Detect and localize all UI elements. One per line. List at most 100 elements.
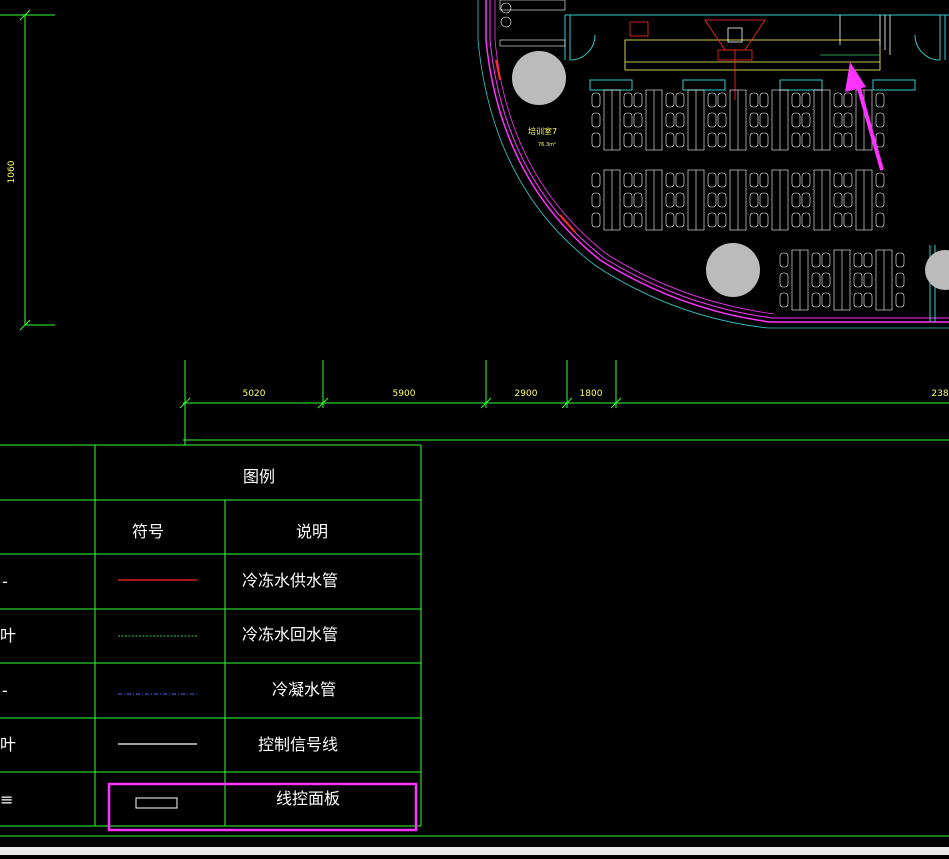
chair: [665, 172, 675, 188]
chair: [843, 112, 853, 128]
chair: [801, 172, 811, 188]
chair: [623, 172, 633, 188]
bottom-status-strip: [0, 847, 949, 855]
chair: [707, 92, 717, 108]
chair: [759, 92, 769, 108]
vertical-dim-label: 1060: [7, 160, 17, 183]
dim-5: 238: [931, 389, 948, 399]
dim-2: 5900: [393, 389, 416, 399]
chair: [591, 112, 601, 128]
chair: [833, 132, 843, 148]
chair: [791, 92, 801, 108]
vertical-dimension: 1060: [0, 9, 55, 331]
chair: [749, 112, 759, 128]
chair: [895, 292, 905, 308]
legend-row-5-left: ≡: [0, 790, 13, 809]
chair: [895, 272, 905, 288]
ductwork: [624, 15, 891, 100]
chair: [759, 172, 769, 188]
chair: [759, 112, 769, 128]
chair: [843, 212, 853, 228]
chair: [633, 92, 643, 108]
chair: [853, 292, 863, 308]
chair: [591, 172, 601, 188]
chair: [833, 112, 843, 128]
chair: [717, 192, 727, 208]
dim-4: 1800: [580, 389, 603, 399]
chair: [843, 132, 853, 148]
chair: [665, 92, 675, 108]
chair: [749, 172, 759, 188]
chair: [875, 172, 885, 188]
chair: [821, 252, 831, 268]
chair: [801, 212, 811, 228]
chair: [665, 112, 675, 128]
chair: [811, 272, 821, 288]
legend-row-3-left: -: [2, 681, 8, 700]
chair: [833, 92, 843, 108]
dim-3: 2900: [515, 389, 538, 399]
legend-row-2-left: 叶: [0, 626, 16, 645]
outer-wall: [477, 0, 949, 329]
legend-title: 图例: [243, 467, 275, 486]
chair: [665, 132, 675, 148]
chair: [623, 92, 633, 108]
chair: [875, 92, 885, 108]
chair: [707, 112, 717, 128]
chair: [591, 92, 601, 108]
chair: [675, 92, 685, 108]
chair: [591, 192, 601, 208]
chair: [801, 132, 811, 148]
chair: [591, 132, 601, 148]
chair: [791, 112, 801, 128]
chair: [717, 92, 727, 108]
chair: [863, 292, 873, 308]
chair: [665, 192, 675, 208]
chair: [623, 192, 633, 208]
chair: [791, 212, 801, 228]
chair: [853, 272, 863, 288]
legend-col-desc: 说明: [296, 522, 328, 541]
room-area: 76.3m²: [538, 142, 556, 148]
chair: [791, 192, 801, 208]
chair: [675, 212, 685, 228]
chair: [749, 92, 759, 108]
chair: [707, 132, 717, 148]
chair: [821, 272, 831, 288]
chair: [759, 192, 769, 208]
room-label: 培训室7: [528, 126, 557, 136]
chair: [801, 92, 811, 108]
chair: [821, 292, 831, 308]
chair: [717, 112, 727, 128]
chair: [875, 212, 885, 228]
legend-col-symbol: 符号: [132, 522, 164, 541]
columns: [512, 51, 949, 297]
chair: [853, 252, 863, 268]
chair: [875, 192, 885, 208]
chair: [759, 132, 769, 148]
chair: [707, 192, 717, 208]
chair: [811, 292, 821, 308]
chair: [623, 132, 633, 148]
chair: [707, 172, 717, 188]
chair: [863, 272, 873, 288]
chair: [759, 212, 769, 228]
chair: [833, 172, 843, 188]
chair: [591, 212, 601, 228]
legend-symbol-panel: [135, 797, 178, 809]
chair: [675, 192, 685, 208]
chair: [875, 132, 885, 148]
selection-highlight[interactable]: [107, 782, 418, 832]
chair: [791, 132, 801, 148]
dim-1: 5020: [243, 389, 266, 399]
fan-coil-units: [589, 79, 916, 91]
chair: [801, 112, 811, 128]
chair: [801, 192, 811, 208]
legend-row-1-desc: 冷冻水供水管: [242, 571, 338, 590]
chair: [863, 252, 873, 268]
chair: [833, 192, 843, 208]
chair: [633, 132, 643, 148]
chair: [843, 172, 853, 188]
